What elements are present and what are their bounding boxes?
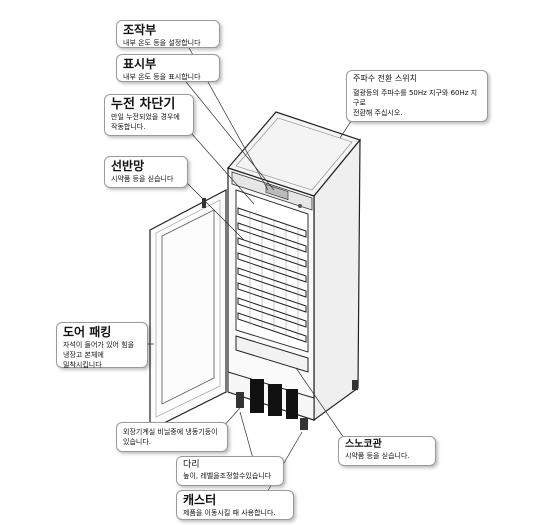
callout-control: 조작부 내부 온도 등을 설정합니다	[116, 20, 220, 48]
door-packing	[155, 199, 221, 418]
callout-caster: 캐스터 제품을 이동시킬 때 사용합니다.	[176, 490, 294, 520]
callout-packing-title: 도어 패킹	[63, 325, 112, 339]
caster	[300, 418, 308, 430]
callout-shelf: 선반망 시약품 등을 싣습니다	[104, 156, 188, 188]
callout-power: 주파수 전환 스위치 혈광등의 주파수를 50Hz 지구와 60Hz 지구로 전…	[346, 70, 488, 122]
callout-drawer-title: 스노코관	[345, 439, 382, 450]
callout-shelf-title: 선반망	[111, 159, 145, 173]
callout-packing: 도어 패킹 자석이 들어가 있어 힘을 냉장고 본체에 밀착시킵니다	[56, 322, 148, 369]
cabinet-top-inner	[235, 117, 353, 191]
callout-machine: 외장기계실 비닐중에 냉동기등이 있습니다.	[116, 422, 228, 452]
door-inner-panel	[161, 209, 215, 405]
door-hinge	[202, 198, 206, 208]
callout-display: 표시부 내부 온도 등을 표시합니다	[116, 54, 220, 82]
control-knob	[298, 204, 302, 208]
drawer	[235, 335, 309, 373]
callout-drawer-desc: 시약품 등을 싣습니다.	[345, 452, 410, 460]
callout-leg-desc: 높이, 레벨을조정할수있습니다	[183, 472, 272, 480]
leg	[236, 392, 244, 408]
callout-machine-desc: 외장기계실 비닐중에 냉동기등이 있습니다.	[123, 428, 218, 446]
machine-room-vents	[250, 379, 298, 419]
shelf-wires	[249, 212, 299, 338]
callout-breaker-title: 누전 차단기	[111, 97, 176, 112]
callout-power-desc: 혈광등의 주파수를 50Hz 지구와 60Hz 지구로 전환해 주십시오.	[353, 89, 478, 117]
callout-packing-desc: 자석이 들어가 있어 힘을 냉장고 본체에 밀착시킵니다	[63, 341, 135, 369]
display-window	[265, 184, 289, 200]
open-door	[149, 189, 227, 431]
callout-breaker-desc: 만일 누전되었을 경우에 작동합니다.	[111, 113, 180, 131]
callout-control-desc: 내부 온도 등을 설정합니다	[123, 39, 201, 47]
callout-power-title: 주파수 전환 스위치	[353, 74, 417, 83]
callout-leg: 다리 높이, 레벨을조정할수있습니다	[176, 456, 284, 486]
caster-rear	[352, 380, 358, 390]
callout-control-title: 조작부	[123, 23, 157, 37]
callout-leg-title: 다리	[183, 460, 200, 470]
callout-drawer: 스노코관 시약품 등을 싣습니다.	[338, 436, 436, 466]
callout-display-desc: 내부 온도 등을 표시합니다	[123, 73, 201, 81]
callout-caster-desc: 제품을 이동시킬 때 사용합니다.	[183, 509, 276, 517]
callout-display-title: 표시부	[123, 57, 157, 71]
callout-shelf-desc: 시약품 등을 싣습니다	[111, 175, 174, 183]
callout-caster-title: 캐스터	[183, 493, 217, 507]
shelves	[237, 207, 307, 343]
callout-breaker: 누전 차단기 만일 누전되었을 경우에 작동합니다.	[104, 94, 194, 136]
